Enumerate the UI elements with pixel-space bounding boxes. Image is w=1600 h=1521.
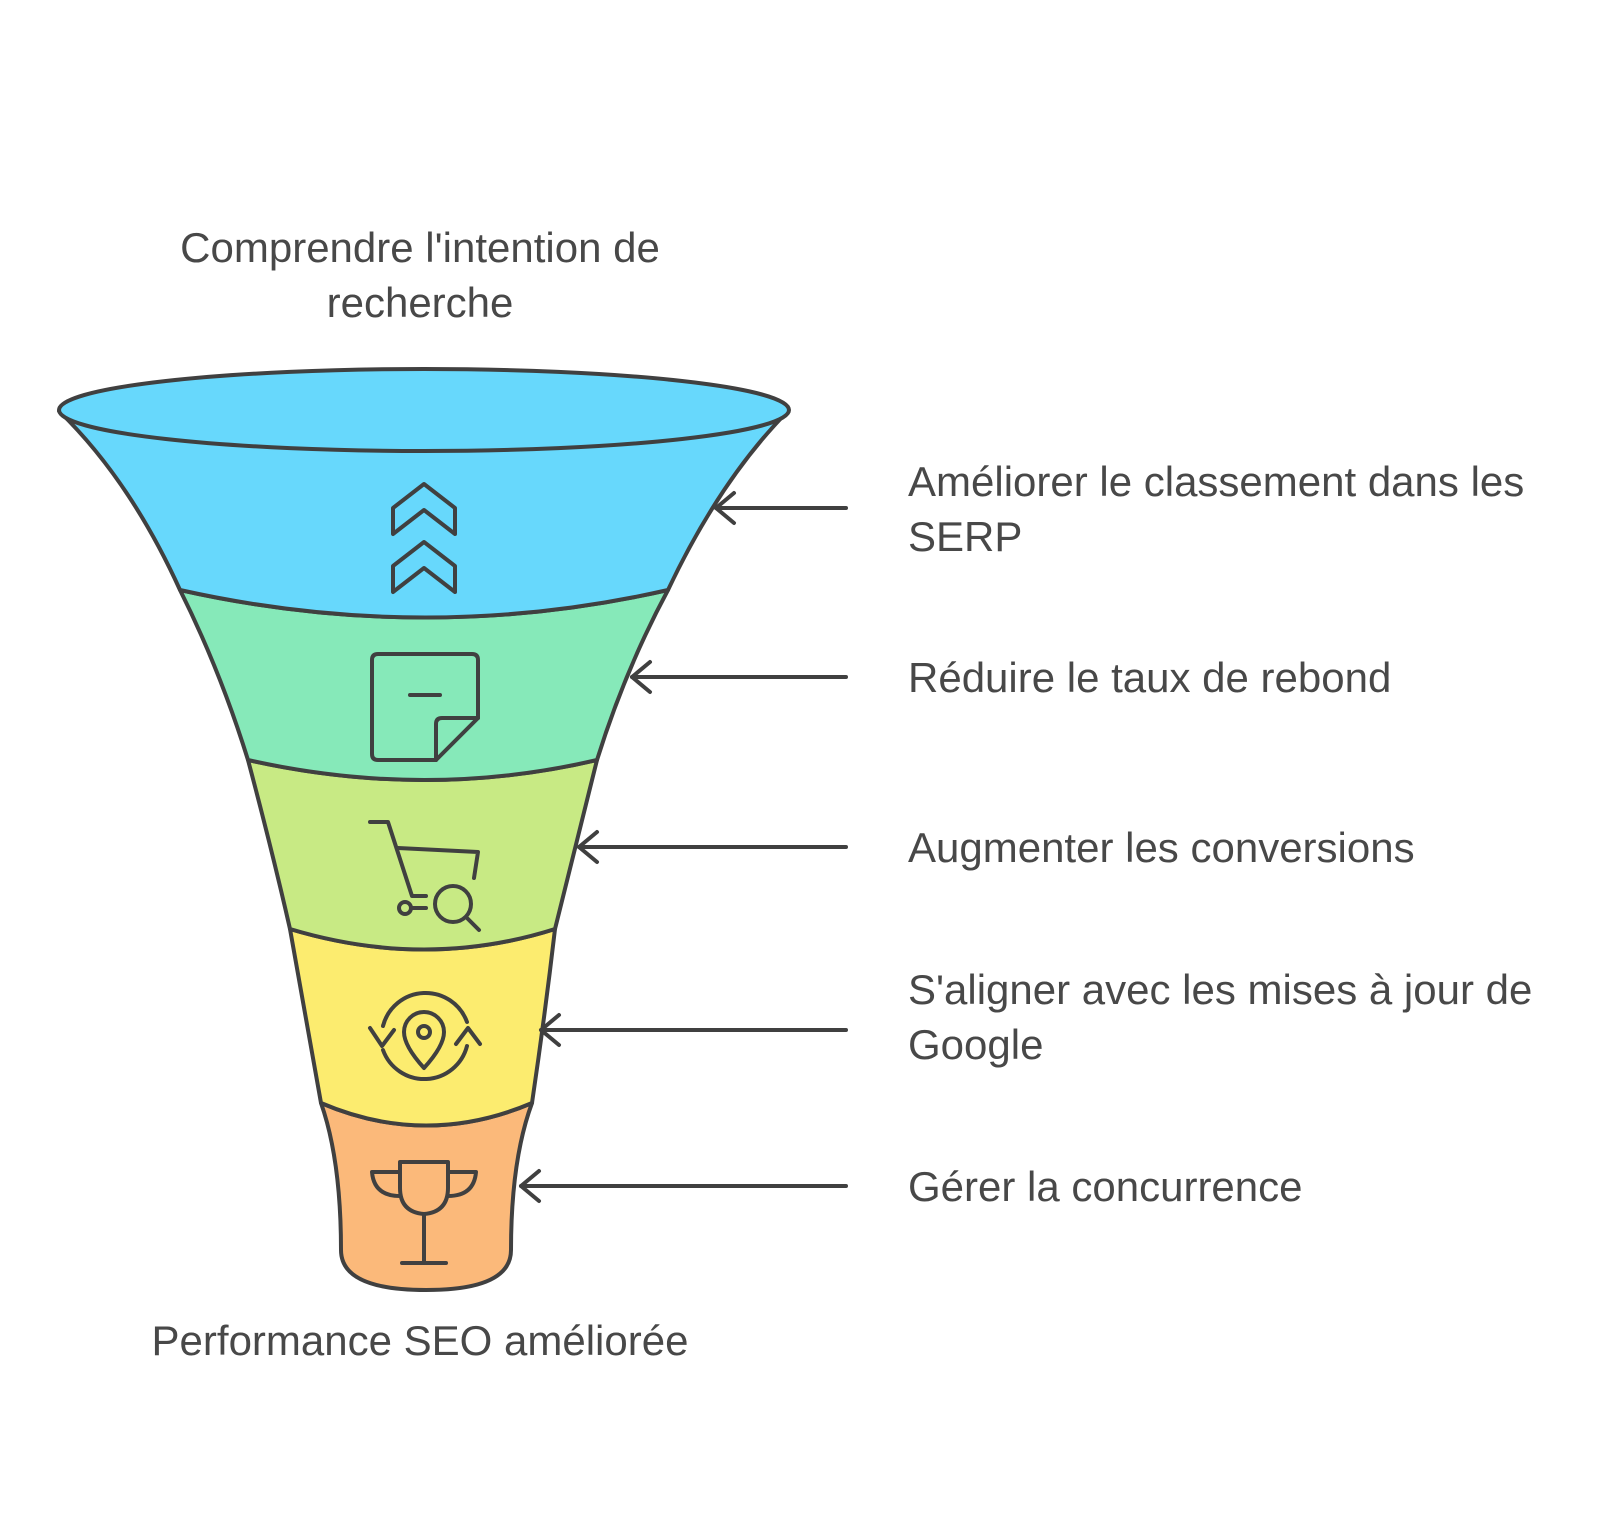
stage-label-4: S'aligner avec les mises à jour de Googl… — [908, 966, 1533, 1068]
arrow-stage-5 — [519, 1169, 848, 1203]
trophy-icon — [370, 1160, 478, 1265]
stage-label-1: Améliorer le classement dans les SERP — [908, 458, 1525, 560]
arrow-stage-1 — [714, 491, 848, 525]
funnel-bottom-label: Performance SEO améliorée — [151, 1317, 689, 1364]
location-refresh-icon — [368, 990, 482, 1082]
stage-label-3: Augmenter les conversions — [908, 824, 1415, 871]
stage-label-2: Réduire le taux de rebond — [908, 654, 1392, 701]
cart-search-icon — [368, 820, 481, 932]
funnel-rim — [57, 367, 791, 453]
sticky-note-icon — [370, 652, 480, 762]
arrow-stage-2 — [630, 660, 848, 694]
double-chevron-up-icon — [391, 482, 457, 594]
arrow-stage-3 — [577, 830, 848, 864]
funnel-top-label: Comprendre l'intention de recherche — [180, 224, 660, 326]
arrow-stage-4 — [539, 1013, 848, 1047]
funnel-stage-3 — [246, 758, 599, 952]
stage-label-5: Gérer la concurrence — [908, 1163, 1303, 1210]
